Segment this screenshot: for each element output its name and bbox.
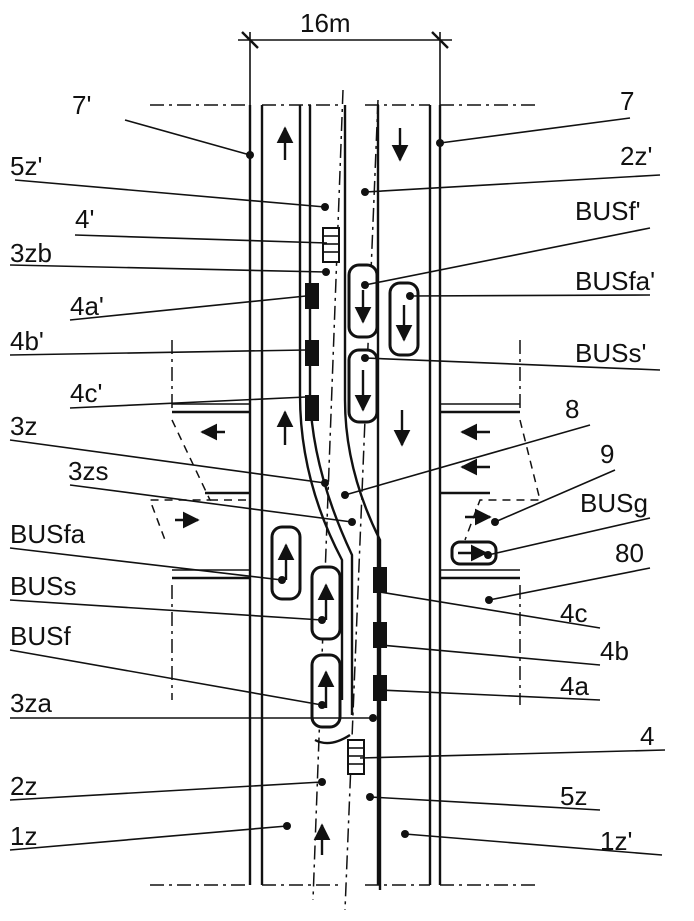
label-8: 8: [565, 394, 579, 424]
label-5z-prime: 5z': [10, 151, 42, 181]
road-edges: [248, 105, 442, 885]
label-7: 7: [620, 86, 634, 116]
label-4b: 4b: [600, 636, 629, 666]
label-busg: BUSg: [580, 488, 648, 518]
label-9: 9: [600, 439, 614, 469]
label-3zs: 3zs: [68, 456, 108, 486]
label-1z: 1z: [10, 821, 37, 851]
label-busfa-prime: BUSfa': [575, 266, 655, 296]
label-2z: 2z: [10, 771, 37, 801]
stop-markers: [305, 227, 387, 775]
label-1z-prime: 1z': [600, 826, 632, 856]
buses: [270, 263, 498, 729]
label-4a: 4a: [560, 671, 589, 701]
label-4-prime: 4': [75, 204, 94, 234]
label-4: 4: [640, 721, 654, 751]
label-4c-prime: 4c': [70, 378, 102, 408]
labels: 7' 7 5z' 2z' 4' BUSf' 3zb BUSfa' 4a' 4b'…: [10, 86, 655, 856]
label-3zb: 3zb: [10, 238, 52, 268]
label-buss-prime: BUSs': [575, 338, 646, 368]
label-buss: BUSs: [10, 571, 76, 601]
label-busf-prime: BUSf': [575, 196, 641, 226]
lane-lines: [298, 105, 382, 890]
label-80: 80: [615, 538, 644, 568]
label-4a-prime: 4a': [70, 291, 104, 321]
dimension-line: 16m: [238, 8, 452, 110]
dimension-label: 16m: [300, 8, 351, 38]
label-2z-prime: 2z': [620, 141, 652, 171]
label-4c: 4c: [560, 598, 587, 628]
label-4b-prime: 4b': [10, 326, 44, 356]
label-3za: 3za: [10, 688, 52, 718]
leader-lines: [9, 117, 666, 856]
direction-arrows: [175, 126, 492, 855]
label-busfa: BUSfa: [10, 519, 86, 549]
label-7-prime: 7': [72, 90, 91, 120]
label-busf: BUSf: [10, 621, 71, 651]
label-5z: 5z: [560, 781, 587, 811]
label-3z: 3z: [10, 411, 37, 441]
